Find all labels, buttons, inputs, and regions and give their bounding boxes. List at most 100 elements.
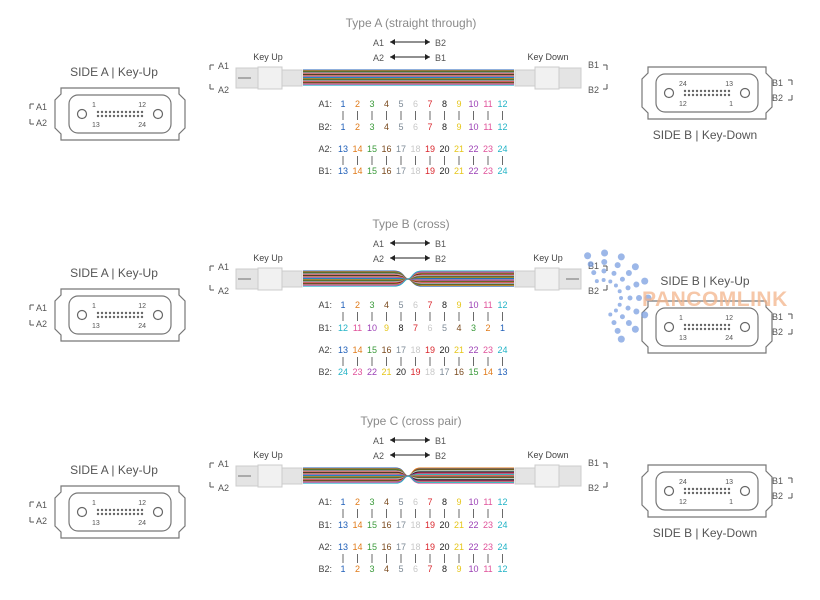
pin-number: 12	[679, 499, 687, 506]
arrow-head-right	[425, 452, 430, 458]
fiber-number: 12	[497, 122, 507, 132]
fiber-hole	[120, 114, 124, 118]
fiber-number: 4	[384, 122, 389, 132]
left-plug-boot	[257, 66, 283, 90]
fiber-number: 21	[454, 520, 464, 530]
fiber-number: 5	[398, 122, 403, 132]
left-key-label: Key Up	[253, 450, 283, 460]
fiber-hole	[132, 315, 136, 319]
side-a-label: SIDE A | Key-Up	[70, 266, 158, 280]
bracket	[29, 103, 34, 109]
side-a-a2-label: A2	[36, 319, 47, 329]
guide-pin-hole	[152, 309, 164, 321]
fiber-hole	[124, 110, 128, 114]
guide-pin-hole	[76, 506, 88, 518]
pin-number: 1	[92, 102, 96, 109]
logo-dot	[617, 289, 622, 294]
fiber-hole	[112, 512, 116, 516]
fiber-hole	[727, 327, 731, 331]
cable-a2-label: A2	[218, 286, 229, 296]
fiber-number: 15	[367, 166, 377, 176]
mapping-row-label: B1:	[318, 323, 332, 333]
pin-number: 24	[679, 81, 687, 88]
fiber-number: 10	[367, 323, 377, 333]
fiber-hole	[719, 89, 723, 93]
fiber-number: 14	[352, 520, 362, 530]
guide-pin-hole	[152, 506, 164, 518]
panel-title: Type B (cross)	[372, 217, 449, 231]
fiber-hole	[124, 508, 128, 512]
fiber-number: 1	[340, 300, 345, 310]
cable-b1-label: B1	[588, 261, 599, 271]
pin-number: 1	[92, 500, 96, 507]
side-a-label: SIDE A | Key-Up	[70, 463, 158, 477]
arrow-head-left	[390, 437, 395, 443]
side-a-a2-label: A2	[36, 516, 47, 526]
fiber-number: 3	[369, 300, 374, 310]
logo-dot	[601, 268, 607, 274]
side-b-b1-label: B1	[772, 78, 783, 88]
fiber-hole	[715, 491, 719, 495]
fiber-hole	[128, 110, 132, 114]
fiber-number: 9	[384, 323, 389, 333]
right-plug-boot	[534, 267, 560, 291]
fiber-number: 3	[369, 122, 374, 132]
fiber-number: 19	[425, 520, 435, 530]
pin-number: 13	[92, 122, 100, 129]
fiber-number: 14	[352, 542, 362, 552]
logo-dot	[644, 294, 652, 302]
mapping-row-label: B1:	[318, 166, 332, 176]
pin-number: 13	[92, 323, 100, 330]
mapping-row-label: B2:	[318, 367, 332, 377]
fiber-hole	[108, 311, 112, 315]
fiber-hole	[683, 93, 687, 97]
fiber-number: 11	[483, 564, 492, 574]
fiber-hole	[711, 327, 715, 331]
guide-pin-hole	[76, 309, 88, 321]
fiber-hole	[104, 508, 108, 512]
logo-dot	[625, 285, 631, 291]
guide-pin-hole	[663, 87, 675, 99]
logo-dot	[611, 270, 617, 276]
right-plug-body	[558, 67, 582, 89]
guide-pin-hole	[76, 108, 88, 120]
fiber-hole	[707, 327, 711, 331]
fiber-hole	[695, 323, 699, 327]
pin-number: 13	[92, 520, 100, 527]
side-b-label: SIDE B | Key-Down	[653, 526, 757, 540]
left-key-label: Key Up	[253, 52, 283, 62]
fiber-number: 10	[468, 300, 478, 310]
side-b-label: SIDE B | Key-Up	[660, 274, 749, 288]
mapping-row-label: B1:	[318, 520, 332, 530]
panel-title: Type C (cross pair)	[360, 414, 461, 428]
side-a-a1-label: A1	[36, 303, 47, 313]
bracket	[209, 462, 214, 468]
arrow-from: A1	[373, 38, 384, 48]
fiber-hole	[727, 323, 731, 327]
fiber-number: 7	[427, 300, 432, 310]
fiber-number: 7	[427, 122, 432, 132]
fiber-hole	[711, 491, 715, 495]
fiber-number: 5	[398, 300, 403, 310]
fiber-hole	[715, 327, 719, 331]
fiber-number: 6	[427, 323, 432, 333]
logo-dot	[617, 253, 625, 261]
fiber-hole	[140, 508, 144, 512]
pin-number: 24	[725, 335, 733, 342]
side-a-a2-label: A2	[36, 118, 47, 128]
fiber-hole	[96, 114, 100, 118]
fiber-number: 3	[369, 497, 374, 507]
fiber-number: 3	[369, 99, 374, 109]
fiber-number: 1	[340, 122, 345, 132]
arrow-head-right	[425, 240, 430, 246]
fiber-number: 4	[384, 300, 389, 310]
fiber-number: 2	[355, 497, 360, 507]
side-b-b2-label: B2	[772, 327, 783, 337]
fiber-hole	[140, 512, 144, 516]
fiber-number: 10	[468, 122, 478, 132]
logo-dot	[617, 302, 622, 307]
fiber-hole	[116, 512, 120, 516]
fiber-number: 24	[497, 520, 507, 530]
